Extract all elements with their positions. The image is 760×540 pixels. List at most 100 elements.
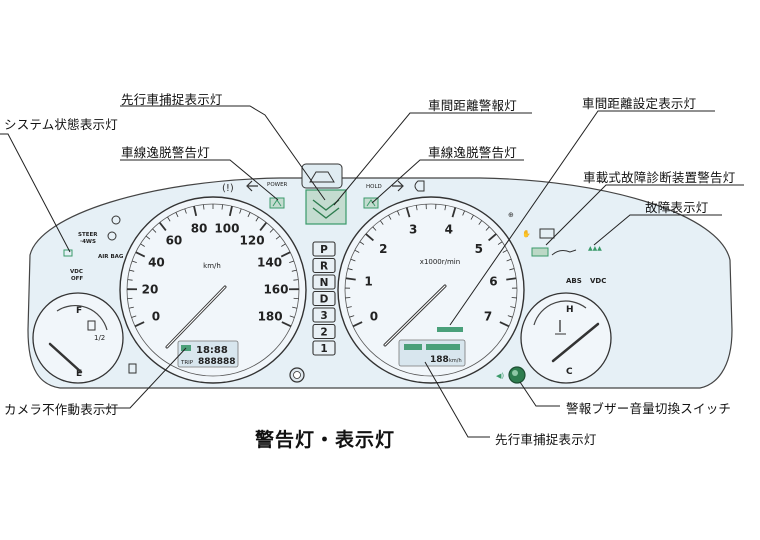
gear-box (312, 241, 336, 257)
airbag-icon (107, 231, 117, 241)
tach-tick (451, 207, 457, 218)
speed-tick (131, 260, 137, 264)
tach-tick (499, 321, 510, 328)
odometer-readout: 888888 (198, 357, 236, 367)
engine-check-icon (531, 247, 549, 257)
fuel-gauge: F 1/2 E (32, 292, 137, 384)
tach-tick (365, 233, 374, 242)
svg-text:(!): (!) (222, 183, 234, 194)
tach-tick (488, 233, 497, 242)
fuel-empty: E (76, 369, 82, 379)
speed-tick-label: 20 (142, 282, 159, 296)
tach-tick (379, 220, 384, 225)
fuel-pump-icon (87, 320, 96, 331)
speed-tick (291, 269, 297, 272)
tach-tick-label: 2 (379, 242, 387, 256)
gear-box (312, 323, 336, 340)
gear-box (312, 340, 336, 356)
speed-tick-label: 180 (258, 310, 283, 324)
airbag-label: AIR BAG (98, 254, 124, 260)
speed-tick (269, 228, 274, 233)
left-indicators: STEER ·4WS AIR BAG VDC OFF (63, 215, 124, 282)
speed-tick-label: 120 (240, 234, 265, 248)
tach-tick (359, 241, 365, 245)
tach-tick (345, 277, 356, 281)
tach-tick (485, 226, 490, 231)
tach-tick (509, 268, 515, 271)
tach-tick-label: 3 (409, 223, 417, 237)
fuel-half: 1/2 (94, 334, 105, 342)
speed-unit: km/h (203, 262, 221, 270)
speed-tick-label: 40 (148, 255, 165, 269)
speed-tick-label: 140 (257, 255, 282, 269)
speed-tick (293, 279, 299, 281)
tach-tick (478, 220, 483, 225)
tach-tick-label: 1 (364, 274, 372, 288)
tach-tick (506, 258, 512, 262)
tach-tick (397, 210, 400, 216)
speed-tick (184, 208, 187, 214)
speed-tick (259, 221, 268, 231)
speed-tick (289, 260, 295, 264)
fuel-full: F (76, 306, 82, 316)
gear-letter: R (320, 261, 328, 273)
temp-hot: H (566, 305, 574, 315)
speed-tick (167, 216, 171, 222)
gear-letter: 2 (320, 327, 327, 339)
label-lead-vehicle-top: 先行車捕捉表示灯 (121, 92, 223, 107)
speed-tick (281, 243, 286, 247)
tach-tick (372, 226, 377, 231)
tach-tick (388, 215, 392, 220)
tach-tick (350, 258, 356, 262)
tach-tick-label: 5 (475, 242, 483, 256)
system-status-icon (63, 249, 73, 257)
fuel-needle (48, 342, 83, 374)
gear-box (312, 257, 336, 274)
tach-tick (352, 321, 363, 328)
tach-unit: x1000r/min (420, 258, 460, 266)
speed-tick-label: 80 (191, 222, 208, 236)
hold-label: HOLD (366, 184, 382, 190)
tach-tick-label: 7 (484, 310, 492, 324)
gear-letter: N (320, 277, 329, 289)
tach-tick (502, 249, 508, 253)
right-indicators: ABS VDC ▲▲▲ ⊕ ✋ (508, 211, 606, 285)
lane-departure-right-icon (363, 197, 379, 209)
lane-departure-left-icon (269, 197, 285, 209)
vdc-label: VDC (590, 277, 606, 285)
tach-tick (354, 249, 360, 253)
gear-letter: D (320, 294, 329, 306)
buzzer-speaker-icon: ◀) (496, 372, 504, 380)
distance-warning-icon (305, 189, 347, 225)
headlight-icon (414, 180, 425, 192)
speed-tick (158, 221, 167, 231)
speed-tick (134, 321, 145, 328)
speed-tick (145, 235, 151, 240)
tach-tick-label: 4 (445, 223, 453, 237)
speed-tick (281, 321, 292, 328)
speed-tick (239, 208, 242, 214)
tach-tick (470, 215, 474, 220)
gear-letter: 3 (320, 310, 327, 322)
temperature-gauge: H C (520, 292, 612, 384)
speed-tick (247, 212, 251, 218)
gear-box (312, 274, 336, 290)
speed-tick (228, 205, 233, 217)
speed-tick (292, 306, 298, 309)
callout-leader-lines (0, 105, 744, 438)
power-label: POWER (267, 182, 288, 188)
svg-text:OFF: OFF (71, 276, 83, 282)
battery-icon (539, 228, 555, 239)
turn-right-icon (392, 180, 404, 192)
trip-label: TRIP (180, 360, 194, 366)
speed-tick (193, 205, 198, 217)
svg-text:✋: ✋ (522, 229, 531, 238)
speed-tick-label: 0 (152, 310, 160, 324)
coolant-temp-icon (555, 320, 566, 335)
fuel-low-icon (128, 363, 137, 374)
parking-brake-icon: ⊕ (508, 211, 514, 219)
speed-tick (135, 251, 146, 258)
label-camera-inoperative: カメラ不作動表示灯 (4, 402, 119, 417)
